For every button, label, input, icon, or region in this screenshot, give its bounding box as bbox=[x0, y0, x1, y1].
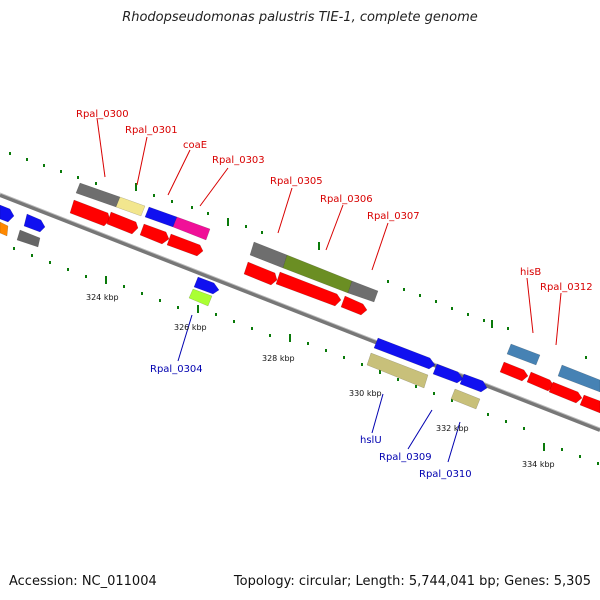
labels-top: Rpal_0300 Rpal_0301 coaE Rpal_0303 Rpal_… bbox=[76, 109, 593, 293]
label-coae: coaE bbox=[183, 140, 207, 151]
gene-rpal-0304-blue bbox=[193, 276, 220, 295]
scale-324: 324 kbp bbox=[86, 293, 119, 302]
gene-hslu bbox=[373, 337, 436, 370]
label-rpal-0312: Rpal_0312 bbox=[540, 282, 593, 293]
label-hslu: hslU bbox=[360, 435, 382, 446]
scale-330: 330 kbp bbox=[349, 389, 382, 398]
gene-left-orange bbox=[0, 221, 9, 237]
gene-rpal-0312 bbox=[557, 364, 600, 393]
cds-0306 bbox=[275, 271, 342, 307]
gene-coae bbox=[144, 206, 178, 228]
label-rpal-0310: Rpal_0310 bbox=[419, 469, 472, 480]
label-rpal-0306: Rpal_0306 bbox=[320, 194, 373, 205]
label-rpal-0309: Rpal_0309 bbox=[379, 452, 432, 463]
labels-bottom: Rpal_0304 hslU Rpal_0309 Rpal_0310 bbox=[150, 364, 472, 480]
scale-labels: 324 kbp 326 kbp 328 kbp 330 kbp 332 kbp … bbox=[86, 293, 555, 469]
label-rpal-0301: Rpal_0301 bbox=[125, 125, 178, 136]
accession-text: Accession: NC_011004 bbox=[9, 574, 157, 589]
label-rpal-0304: Rpal_0304 bbox=[150, 364, 203, 375]
cds-hisb bbox=[499, 361, 529, 382]
genome-title: Rhodopseudomonas palustris TIE-1, comple… bbox=[122, 10, 478, 25]
scale-328: 328 kbp bbox=[262, 354, 295, 363]
scale-332: 332 kbp bbox=[436, 424, 469, 433]
gene-rpal-0309 bbox=[432, 363, 464, 384]
genes-forward bbox=[0, 182, 600, 414]
topology-text: Topology: circular; Length: 5,744,041 bp… bbox=[233, 574, 591, 589]
cds-right-edge bbox=[579, 394, 600, 414]
gene-hisb bbox=[506, 343, 541, 366]
cds-0305 bbox=[243, 261, 278, 286]
label-rpal-0303: Rpal_0303 bbox=[212, 155, 265, 166]
gene-rpal-0304 bbox=[188, 288, 213, 307]
cds-0301 bbox=[106, 211, 139, 235]
outer-ruler bbox=[9, 152, 587, 359]
gene-left-blue2 bbox=[23, 213, 46, 233]
label-rpal-0305: Rpal_0305 bbox=[270, 176, 323, 187]
label-rpal-0307: Rpal_0307 bbox=[367, 211, 420, 222]
gene-rpal-0310-blue bbox=[459, 373, 488, 393]
gene-left-blue bbox=[0, 204, 15, 223]
scale-326: 326 kbp bbox=[174, 323, 207, 332]
gene-rpal-0303 bbox=[172, 216, 211, 241]
label-rpal-0300: Rpal_0300 bbox=[76, 109, 129, 120]
gene-rpal-0310 bbox=[450, 388, 481, 410]
cds-coae bbox=[139, 223, 170, 245]
gene-rpal-0301 bbox=[115, 196, 146, 217]
callouts bbox=[96, 117, 562, 463]
gene-rpal-0305 bbox=[249, 241, 288, 269]
label-hisb: hisB bbox=[520, 267, 541, 278]
inner-ruler bbox=[13, 247, 599, 465]
cds-0312 bbox=[548, 381, 583, 404]
cds-0300 bbox=[69, 199, 111, 227]
gene-hslu-gray bbox=[366, 352, 429, 389]
cds-0311 bbox=[526, 371, 555, 392]
cds-0303 bbox=[166, 233, 204, 257]
gene-rpal-0307 bbox=[347, 280, 379, 303]
backbone bbox=[0, 192, 600, 432]
scale-334: 334 kbp bbox=[522, 460, 555, 469]
gene-left-gray bbox=[16, 229, 41, 248]
cds-0307 bbox=[340, 295, 368, 316]
genes-reverse bbox=[188, 276, 488, 410]
